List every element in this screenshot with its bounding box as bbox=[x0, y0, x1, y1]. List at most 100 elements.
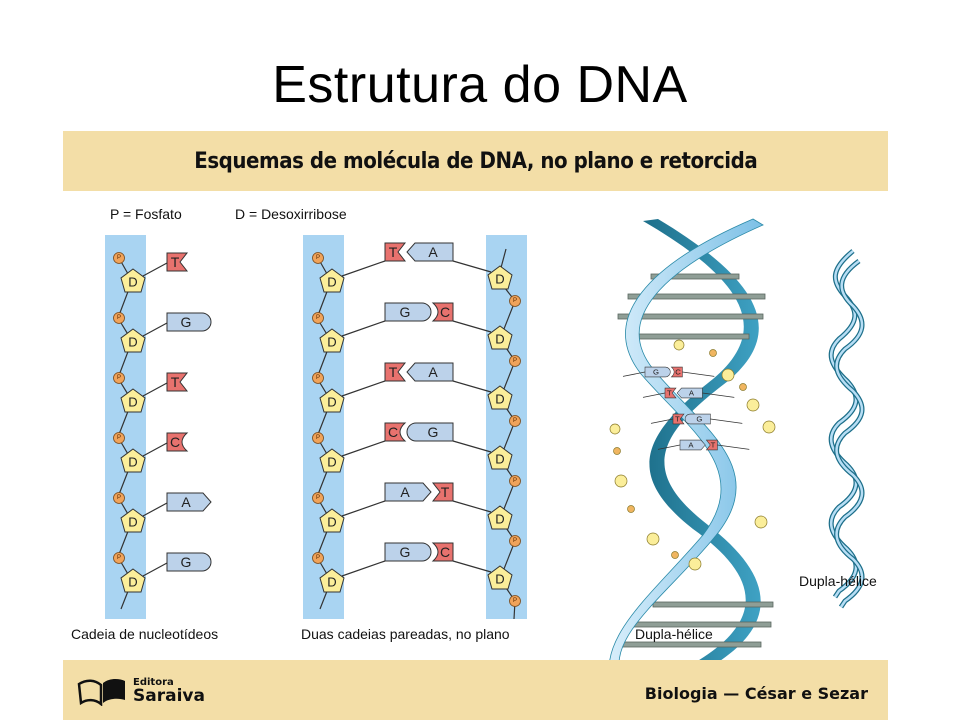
sugar-pentagon-icon bbox=[120, 328, 146, 353]
sugar-pentagon-icon bbox=[487, 445, 513, 470]
sugar-pentagon-icon bbox=[120, 388, 146, 413]
sugar-label: D bbox=[495, 332, 504, 347]
pyrimidine-base-T bbox=[431, 482, 454, 502]
figure-footer-band: Editora Saraiva Biologia — César e Sezar bbox=[63, 660, 888, 720]
base-label: G bbox=[400, 544, 411, 560]
base-label: A bbox=[428, 244, 438, 260]
pyrimidine-base-T bbox=[384, 242, 407, 262]
pyrimidine-base-C bbox=[166, 432, 189, 452]
base-label: G bbox=[400, 304, 411, 320]
purine-base-G bbox=[384, 542, 432, 562]
sugar-pentagon-icon bbox=[487, 505, 513, 530]
pyrimidine-base-T bbox=[384, 362, 407, 382]
base-label: C bbox=[388, 424, 398, 440]
sugar-pentagon-icon bbox=[487, 325, 513, 350]
phosphate-icon bbox=[113, 312, 125, 324]
strand-backbone-bg bbox=[105, 235, 146, 619]
base-label: C bbox=[170, 434, 180, 450]
base-label: G bbox=[181, 554, 192, 570]
sugar-label: D bbox=[128, 515, 137, 530]
caption-paired-chains: Duas cadeias pareadas, no plano bbox=[301, 626, 510, 642]
pyrimidine-base-T bbox=[672, 413, 685, 425]
base-label: T bbox=[711, 441, 716, 450]
sugar-pentagon-icon bbox=[319, 328, 345, 353]
base-label: G bbox=[696, 415, 702, 424]
phosphate-label: P bbox=[316, 495, 320, 501]
base-label: C bbox=[440, 304, 450, 320]
base-label: A bbox=[688, 441, 694, 450]
phosphate-label: P bbox=[117, 315, 121, 321]
base-label: G bbox=[653, 368, 659, 377]
pyrimidine-base-C bbox=[431, 302, 454, 322]
sugar-pentagon-icon bbox=[120, 568, 146, 593]
sugar-label: D bbox=[495, 512, 504, 527]
phosphate-icon bbox=[312, 252, 324, 264]
phosphate-label: P bbox=[117, 555, 121, 561]
base-label: G bbox=[181, 314, 192, 330]
phosphate-icon bbox=[509, 415, 521, 427]
sugar-pentagon-icon bbox=[120, 268, 146, 293]
phosphate-label: P bbox=[316, 435, 320, 441]
sugar-label: D bbox=[327, 575, 336, 590]
phosphate-icon bbox=[312, 492, 324, 504]
sugar-label: D bbox=[495, 392, 504, 407]
pyrimidine-base-C bbox=[670, 366, 683, 378]
base-label: T bbox=[171, 374, 180, 390]
purine-base-A bbox=[676, 387, 703, 399]
sugar-label: D bbox=[128, 335, 137, 350]
sugar-label: D bbox=[327, 395, 336, 410]
phosphate-icon bbox=[509, 535, 521, 547]
sugar-pentagon-icon bbox=[319, 268, 345, 293]
phosphate-label: P bbox=[513, 598, 517, 604]
base-label: T bbox=[441, 484, 450, 500]
purine-base-G bbox=[384, 302, 432, 322]
purine-base-A bbox=[679, 439, 706, 451]
sugar-pentagon-icon bbox=[319, 568, 345, 593]
paired-chains bbox=[303, 235, 527, 620]
sugar-label: D bbox=[327, 455, 336, 470]
base-label: C bbox=[440, 544, 450, 560]
purine-base-A bbox=[406, 362, 454, 382]
base-label: T bbox=[389, 364, 398, 380]
phosphate-icon bbox=[312, 372, 324, 384]
phosphate-icon bbox=[113, 492, 125, 504]
caption-helix-large: Dupla-hélice bbox=[635, 626, 713, 642]
base-label: A bbox=[689, 389, 695, 398]
phosphate-label: P bbox=[316, 375, 320, 381]
dna-figure: Esquemas de molécula de DNA, no plano e … bbox=[63, 131, 888, 720]
sugar-label: D bbox=[327, 275, 336, 290]
base-label: T bbox=[667, 389, 672, 398]
sugar-label: D bbox=[495, 452, 504, 467]
sugar-pentagon-icon bbox=[487, 385, 513, 410]
sugar-label: D bbox=[128, 395, 137, 410]
sugar-pentagon-icon bbox=[319, 508, 345, 533]
sugar-label: D bbox=[495, 272, 504, 287]
sugar-pentagon-icon bbox=[319, 388, 345, 413]
phosphate-icon bbox=[312, 432, 324, 444]
sugar-pentagon-icon bbox=[487, 265, 513, 290]
pyrimidine-base-C bbox=[431, 542, 454, 562]
sugar-label: D bbox=[327, 515, 336, 530]
sugar-label: D bbox=[495, 572, 504, 587]
open-book-icon bbox=[77, 678, 125, 706]
phosphate-icon bbox=[509, 475, 521, 487]
figure-header: Esquemas de molécula de DNA, no plano e … bbox=[194, 148, 757, 174]
slide-title: Estrutura do DNA bbox=[272, 56, 688, 114]
sugar-pentagon-icon bbox=[120, 508, 146, 533]
base-label: C bbox=[675, 368, 681, 377]
pyrimidine-base-T bbox=[664, 387, 677, 399]
phosphate-label: P bbox=[513, 298, 517, 304]
left-strand-bg bbox=[303, 235, 344, 619]
purine-base-G bbox=[644, 366, 671, 378]
phosphate-icon bbox=[312, 312, 324, 324]
phosphate-label: P bbox=[316, 255, 320, 261]
purine-base-A bbox=[406, 242, 454, 262]
purine-base-A bbox=[384, 482, 432, 502]
legend-deoxyribose: D = Desoxirribose bbox=[235, 206, 347, 222]
phosphate-label: P bbox=[117, 255, 121, 261]
base-label: A bbox=[181, 494, 191, 510]
